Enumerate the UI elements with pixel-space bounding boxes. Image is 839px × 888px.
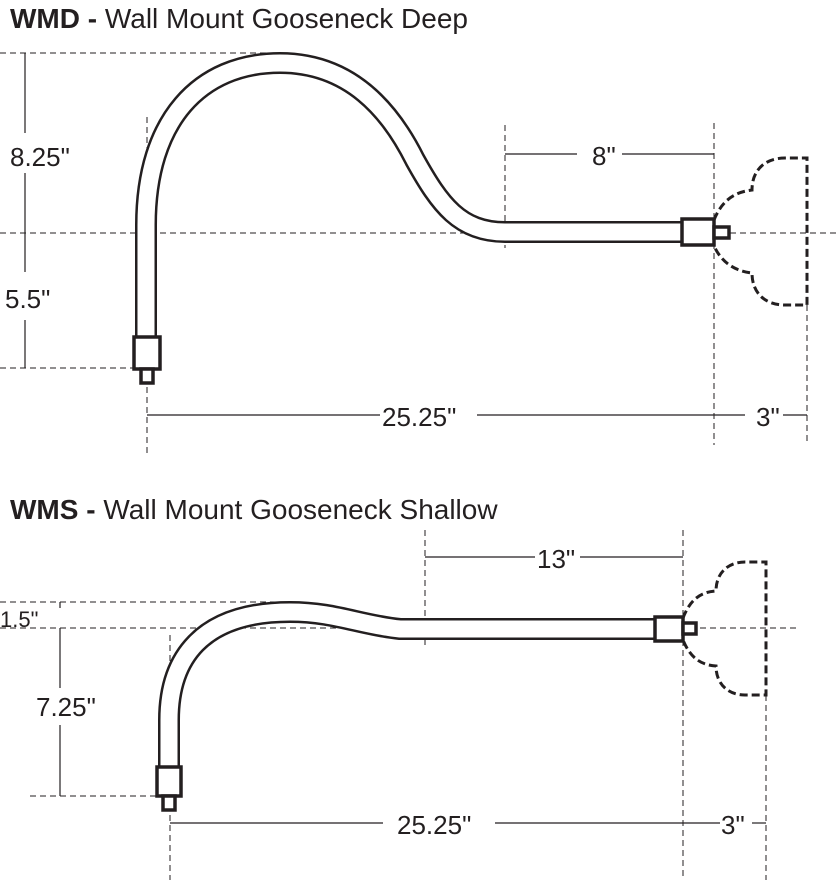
wms-section: WMS - Wall Mount Gooseneck Shallow 1.5" … <box>0 494 800 880</box>
wms-dim-length: 25.25" <box>397 810 471 840</box>
wmd-name: Wall Mount Gooseneck Deep <box>105 3 468 34</box>
wmd-dim-height-lower: 5.5" <box>5 284 50 314</box>
wms-name: Wall Mount Gooseneck Shallow <box>103 494 498 525</box>
wmd-dim-height-upper: 8.25" <box>10 142 70 172</box>
wms-title: WMS - Wall Mount Gooseneck Shallow <box>10 494 498 525</box>
wms-dim-height-lower: 7.25" <box>36 692 96 722</box>
wmd-title: WMD - Wall Mount Gooseneck Deep <box>10 3 468 34</box>
wmd-dim-extension: 8" <box>592 141 616 171</box>
wms-dim-fixture: 3" <box>721 810 745 840</box>
wms-gooseneck-pipe <box>155 600 698 812</box>
wms-dim-height-upper: 1.5" <box>0 607 38 632</box>
wmd-gooseneck-pipe <box>132 51 731 385</box>
wmd-dim-fixture: 3" <box>756 402 780 432</box>
wms-code: WMS - <box>10 494 96 525</box>
wmd-dim-length: 25.25" <box>382 402 456 432</box>
wmd-section: WMD - Wall Mount Gooseneck Deep 8.25" 5.… <box>0 3 839 455</box>
wmd-code: WMD - <box>10 3 97 34</box>
wms-dim-extension: 13" <box>537 544 575 574</box>
wmd-fixture-outline <box>712 156 809 307</box>
